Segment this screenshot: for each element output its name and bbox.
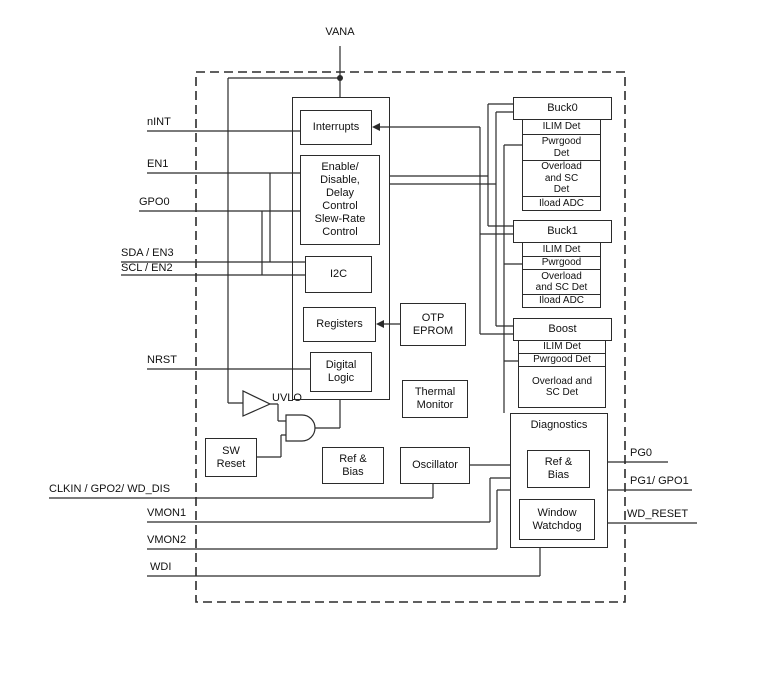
uvlo-label: UVLO: [272, 392, 302, 404]
pin-label-gpo0: GPO0: [139, 196, 170, 208]
chip-boundary: [195, 71, 626, 603]
block-oscillator: Oscillator: [400, 447, 470, 484]
buck0-pwrgood-det: Pwrgood Det: [522, 134, 601, 161]
pin-label-vana: VANA: [325, 26, 355, 38]
pin-label-wd-reset: WD_RESET: [627, 508, 689, 520]
diagnostics-ref-bias: Ref & Bias: [527, 450, 590, 488]
block-diagnostics: [510, 413, 608, 548]
pin-label-nint: nINT: [147, 116, 171, 128]
boost-pwrgood-det: Pwrgood Det: [518, 353, 606, 367]
pin-label-sda-en3: SDA / EN3: [121, 247, 174, 259]
wires: [49, 46, 697, 603]
block-i2c: I2C: [305, 256, 372, 293]
buck1-ilim-det: ILIM Det: [522, 242, 601, 257]
diagnostics-window-watchdog: Window Watchdog: [519, 499, 595, 540]
buck0-ilim-det: ILIM Det: [522, 119, 601, 135]
buck1-pwrgood: Pwrgood: [522, 256, 601, 270]
pin-label-vmon2: VMON2: [147, 534, 187, 546]
block-boost: Boost: [513, 318, 612, 341]
pin-label-pg1-gpo1: PG1/ GPO1: [630, 475, 689, 487]
block-registers: Registers: [303, 307, 376, 342]
buck1-iload-adc: Iload ADC: [522, 294, 601, 308]
pin-label-wdi: WDI: [150, 561, 172, 573]
block-sw-reset: SW Reset: [205, 438, 257, 477]
arrow-into-interrupts: [372, 123, 380, 131]
pin-label-nrst: NRST: [147, 354, 177, 366]
boost-subblocks: ILIM Det Pwrgood Det Overload and SC Det: [518, 340, 606, 408]
arrow-into-registers: [376, 320, 384, 328]
block-interrupts: Interrupts: [300, 110, 372, 145]
vana-junction-dot: [337, 75, 343, 81]
pin-label-vmon1: VMON1: [147, 507, 187, 519]
buck0-overload-sc: Overload and SC Det: [522, 160, 601, 197]
buck1-overload-sc: Overload and SC Det: [522, 269, 601, 295]
block-ref-bias: Ref & Bias: [322, 447, 384, 484]
pin-label-clkin-gpo2-wd-dis: CLKIN / GPO2/ WD_DIS: [49, 483, 171, 495]
block-enable-control: Enable/ Disable, Delay Control Slew-Rate…: [300, 155, 380, 245]
block-thermal-monitor: Thermal Monitor: [402, 380, 468, 418]
block-otp-eprom: OTP EPROM: [400, 303, 466, 346]
block-buck0: Buck0: [513, 97, 612, 120]
block-buck1: Buck1: [513, 220, 612, 243]
pin-label-en1: EN1: [147, 158, 169, 170]
diagnostics-title: Diagnostics: [530, 419, 588, 431]
uvlo-buffer-symbol: [242, 390, 272, 417]
block-digital-logic: Digital Logic: [310, 352, 372, 392]
buck1-subblocks: ILIM Det Pwrgood Overload and SC Det Ilo…: [522, 242, 601, 308]
buck0-subblocks: ILIM Det Pwrgood Det Overload and SC Det…: [522, 119, 601, 211]
buck0-iload-adc: Iload ADC: [522, 196, 601, 211]
boost-ilim-det: ILIM Det: [518, 340, 606, 354]
pin-label-pg0: PG0: [630, 447, 653, 459]
control-block-outline: [292, 97, 390, 400]
boost-overload-sc: Overload and SC Det: [518, 366, 606, 408]
and-gate-symbol: [285, 414, 316, 442]
pin-label-scl-en2: SCL / EN2: [121, 262, 173, 274]
